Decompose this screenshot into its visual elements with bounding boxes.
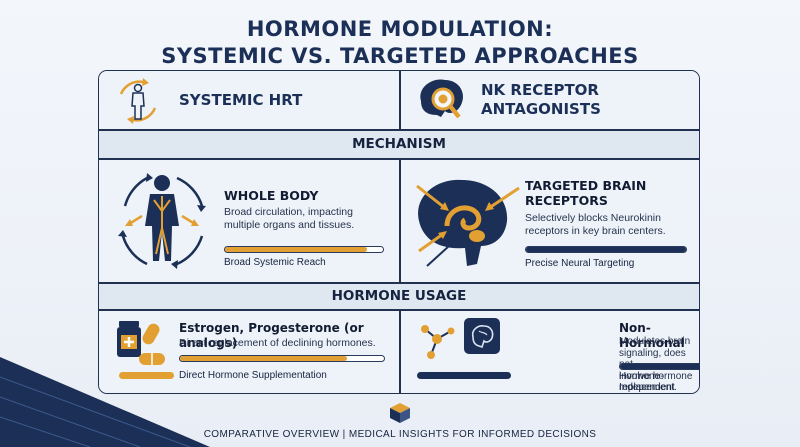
decorative-corner <box>0 357 210 447</box>
brain-magnifier-icon <box>420 79 464 119</box>
human-body-cycle-icon <box>119 78 157 124</box>
header-nk: NK RECEPTOR ANTAGONISTS <box>401 71 699 129</box>
systemic-reach-bar <box>224 246 384 253</box>
hormone-supplementation-caption: Direct Hormone Supplementation <box>179 370 327 381</box>
systemic-hrt-label: SYSTEMIC HRT <box>179 91 303 109</box>
usage-nonhormonal-cell: Non-Hormonal Modulates brain signaling, … <box>401 311 699 393</box>
estrogen-desc: Direct replacement of declining hormones… <box>179 337 376 349</box>
page-title: HORMONE MODULATION: SYSTEMIC VS. TARGETE… <box>161 17 639 68</box>
non-hormonal-title: Non-Hormonal <box>619 321 685 350</box>
hormone-independent-caption: Hormone-Independent Modulation <box>619 371 675 393</box>
targeted-brain-desc: Selectively blocks Neurokinin receptors … <box>525 212 666 237</box>
nk-antagonists-label: NK RECEPTOR ANTAGONISTS <box>481 81 601 118</box>
neural-targeting-bar <box>525 246 687 253</box>
whole-body-desc: Broad circulation, impacting multiple or… <box>224 206 355 231</box>
whole-body-title: WHOLE BODY <box>224 188 319 203</box>
hormone-independent-bar <box>619 363 699 370</box>
mechanism-heading: MECHANISM <box>99 131 699 158</box>
usage-hrt-cell: Estrogen, Progesterone (or analogs) Dire… <box>99 311 399 393</box>
whole-body-circulation-icon <box>118 173 206 269</box>
neural-targeting-caption: Precise Neural Targeting <box>525 258 635 269</box>
mechanism-targeted-cell: TARGETED BRAIN RECEPTORS Selectively blo… <box>401 160 699 282</box>
systemic-reach-caption: Broad Systemic Reach <box>224 257 326 268</box>
estrogen-title: Estrogen, Progesterone (or analogs) <box>179 321 364 350</box>
targeted-brain-title: TARGETED BRAIN RECEPTORS <box>525 178 647 208</box>
molecule-icon <box>421 325 455 359</box>
brain-target-icon <box>416 179 520 267</box>
hormone-supplementation-bar <box>179 355 385 362</box>
hormone-usage-heading: HORMONE USAGE <box>99 284 699 309</box>
decorative-bar <box>119 372 174 379</box>
mechanism-systemic-cell: WHOLE BODY Broad circulation, impacting … <box>99 160 399 282</box>
brand-logo-icon <box>390 403 410 423</box>
medicine-pills-icon <box>117 321 165 365</box>
header-systemic: SYSTEMIC HRT <box>99 71 399 129</box>
footer-text: COMPARATIVE OVERVIEW | MEDICAL INSIGHTS … <box>203 429 597 440</box>
comparison-card: SYSTEMIC HRT NK RECEPTOR ANTAGONISTS MEC… <box>98 70 700 394</box>
decorative-bar-navy <box>417 372 511 379</box>
brain-scan-icon <box>464 318 500 354</box>
